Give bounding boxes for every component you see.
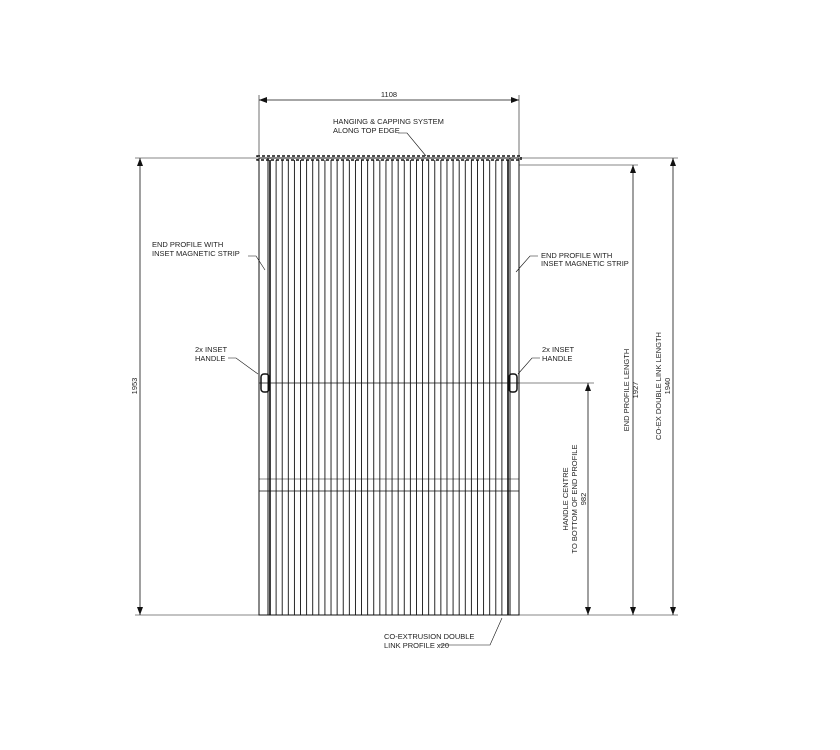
coex-length-label: CO-EX DOUBLE LINK LENGTH: [654, 332, 663, 440]
extension-lines: [135, 95, 678, 616]
right-handle-icon: [508, 373, 518, 393]
height-value: 1953: [130, 378, 139, 395]
right-profile-callout-line2: INSET MAGNETIC STRIP: [541, 259, 629, 268]
handle-value: 982: [579, 493, 588, 506]
handle-label-2: TO BOTTOM OF END PROFILE: [570, 445, 579, 554]
handle-label-1: HANDLE CENTRE: [561, 467, 570, 530]
bottom-callout-line1: CO-EXTRUSION DOUBLE: [384, 632, 474, 641]
right-profile-callout-line1: END PROFILE WITH: [541, 251, 612, 260]
right-handle-callout-line1: 2x INSET: [542, 345, 575, 354]
left-profile-callout-line2: INSET MAGNETIC STRIP: [152, 249, 240, 258]
left-handle-callout-line1: 2x INSET: [195, 345, 228, 354]
left-end-profile: [258, 157, 269, 616]
panel: [256, 155, 522, 616]
top-callout-line2: ALONG TOP EDGE: [333, 126, 400, 135]
width-value: 1108: [381, 90, 397, 99]
right-end-profile: [509, 157, 520, 616]
right-handle-callout-line2: HANDLE: [542, 354, 572, 363]
left-handle-icon: [260, 373, 270, 393]
left-handle-callout-line2: HANDLE: [195, 354, 225, 363]
top-callout-line1: HANGING & CAPPING SYSTEM: [333, 117, 444, 126]
link-profiles: [269, 160, 509, 615]
end-profile-length-value: 1927: [631, 382, 640, 399]
end-profile-length-label: END PROFILE LENGTH: [622, 349, 631, 432]
panel-outline: [258, 157, 520, 616]
bottom-callout-line2: LINK PROFILE x20: [384, 641, 449, 650]
left-profile-callout-line1: END PROFILE WITH: [152, 240, 223, 249]
leader-lines: [228, 132, 540, 646]
coex-length-value: 1940: [663, 378, 672, 395]
